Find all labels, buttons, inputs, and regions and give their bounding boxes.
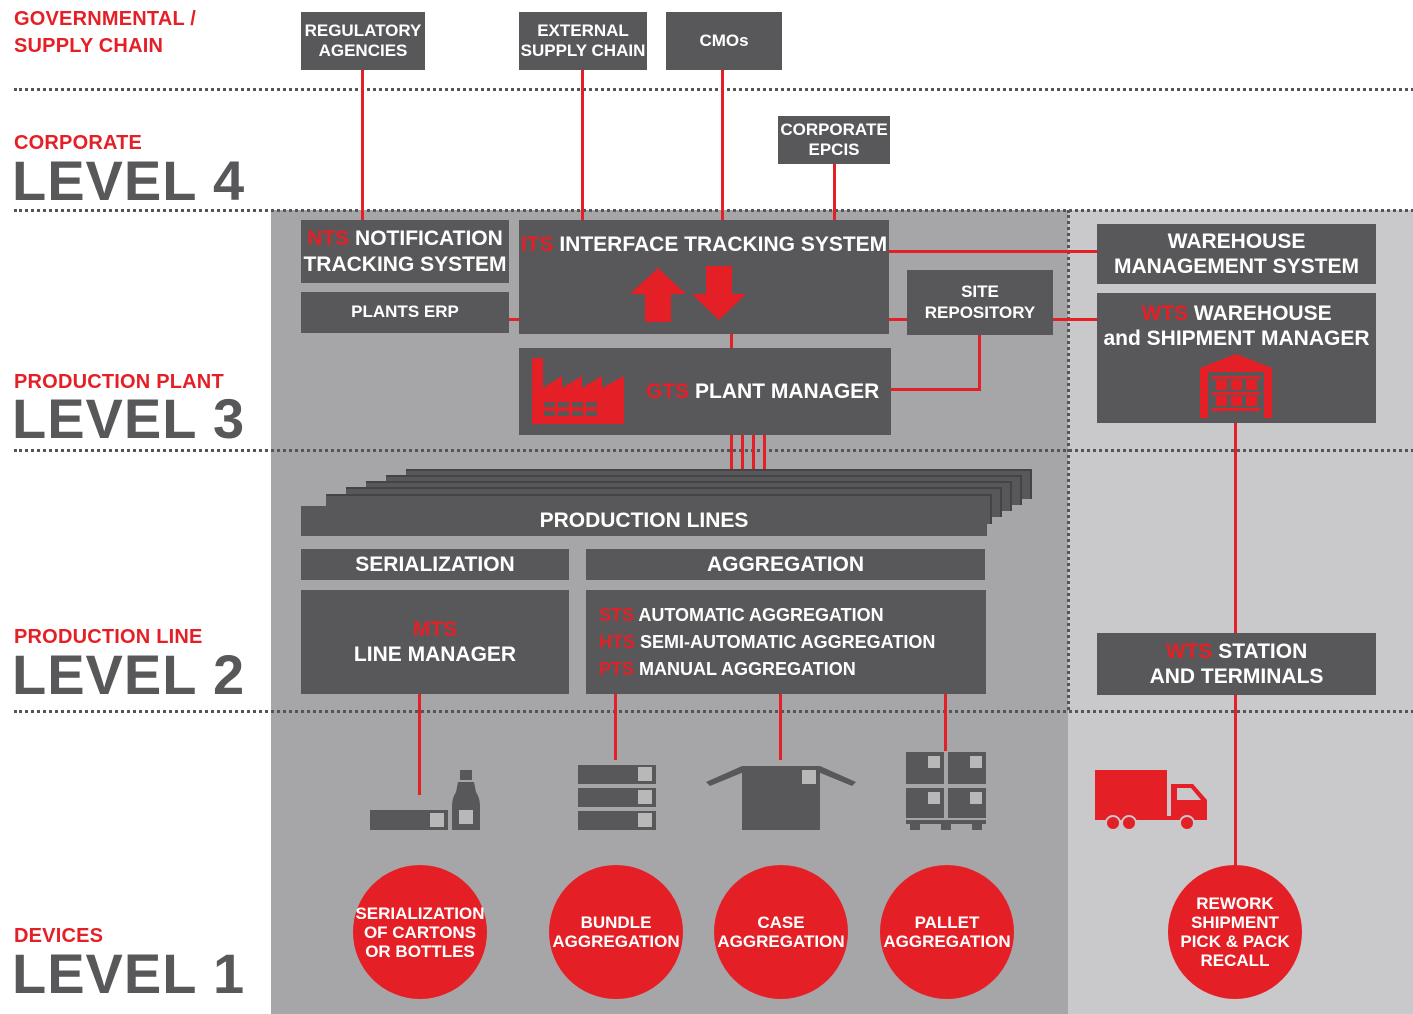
level4-label: LEVEL 4: [12, 149, 246, 212]
governmental-label: GOVERNMENTAL / SUPPLY CHAIN: [14, 8, 197, 57]
nts-code: NTS: [307, 227, 350, 251]
connector-gts-lines-4: [763, 434, 766, 478]
production-plant-label: PRODUCTION PLANT: [14, 371, 224, 393]
mts-line-manager-box: MTS LINE MANAGER: [301, 590, 569, 694]
connector-its-wms: [889, 250, 1099, 253]
cmos-box: CMOs: [666, 12, 782, 70]
warehouse-rack-icon: [1200, 354, 1272, 418]
its-code: ITS: [520, 233, 554, 256]
wts-code-station: WTS: [1165, 639, 1213, 663]
separator-level1: [14, 710, 1413, 713]
arrow-up-icon: [630, 268, 686, 322]
production-lines-box: PRODUCTION LINES: [301, 506, 987, 536]
truck-icon: [1095, 770, 1207, 831]
connector-external: [581, 70, 584, 222]
connector-site-gts-v: [978, 335, 981, 391]
plants-erp-box: PLANTS ERP: [301, 292, 509, 333]
connector-gts-lines-3: [752, 434, 755, 486]
wts-station-box: WTS STATION AND TERMINALS: [1097, 633, 1376, 695]
aggregation-header: AGGREGATION: [586, 549, 985, 580]
connector-mts-device: [418, 693, 421, 795]
aggregation-item-manual: PTS MANUAL AGGREGATION: [599, 658, 856, 679]
separator-level4: [14, 88, 1413, 91]
panel-divider: [1067, 210, 1070, 710]
bundle-icon: [578, 765, 656, 830]
connector-epcis: [833, 164, 836, 222]
corporate-label: CORPORATE: [14, 132, 143, 154]
pallet-icon: [906, 752, 986, 830]
level3-label: LEVEL 3: [12, 387, 246, 450]
devices-label: DEVICES: [14, 925, 104, 947]
level2-label: LEVEL 2: [12, 643, 246, 706]
level1-label: LEVEL 1: [12, 942, 246, 1005]
connector-cmos: [721, 70, 724, 222]
case-box-icon: [706, 766, 856, 830]
gts-code: GTS: [646, 379, 690, 403]
factory-icon: [532, 358, 624, 424]
production-line-label: PRODUCTION LINE: [14, 626, 203, 648]
connector-its-gts: [730, 334, 733, 350]
mts-code: MTS: [412, 617, 458, 641]
connector-case: [779, 693, 782, 760]
serialization-header: SERIALIZATION: [301, 549, 569, 580]
connector-gts-lines-2: [741, 434, 744, 496]
wts-code-warehouse: WTS: [1141, 302, 1189, 325]
connector-regulatory: [361, 70, 364, 222]
aggregation-item-automatic: STS AUTOMATIC AGGREGATION: [599, 604, 884, 625]
connector-bundle: [614, 693, 617, 760]
aggregation-item-semi-automatic: HTS SEMI-AUTOMATIC AGGREGATION: [599, 631, 936, 652]
its-box: ITS INTERFACE TRACKING SYSTEM: [519, 220, 889, 334]
connector-site-wts: [1051, 318, 1099, 321]
aggregation-types-box: STS AUTOMATIC AGGREGATION HTS SEMI-AUTOM…: [586, 590, 986, 694]
connector-erp-its: [509, 318, 521, 321]
separator-level3: [14, 209, 1413, 212]
separator-level2: [14, 449, 1413, 452]
connector-its-site: [889, 318, 909, 321]
carton-bottle-icon: [370, 770, 480, 830]
connector-site-gts-h: [889, 388, 981, 391]
connector-pallet: [944, 693, 947, 751]
nts-box: NTS NOTIFICATION TRACKING SYSTEM: [301, 220, 509, 283]
arrow-down-icon: [692, 266, 746, 320]
